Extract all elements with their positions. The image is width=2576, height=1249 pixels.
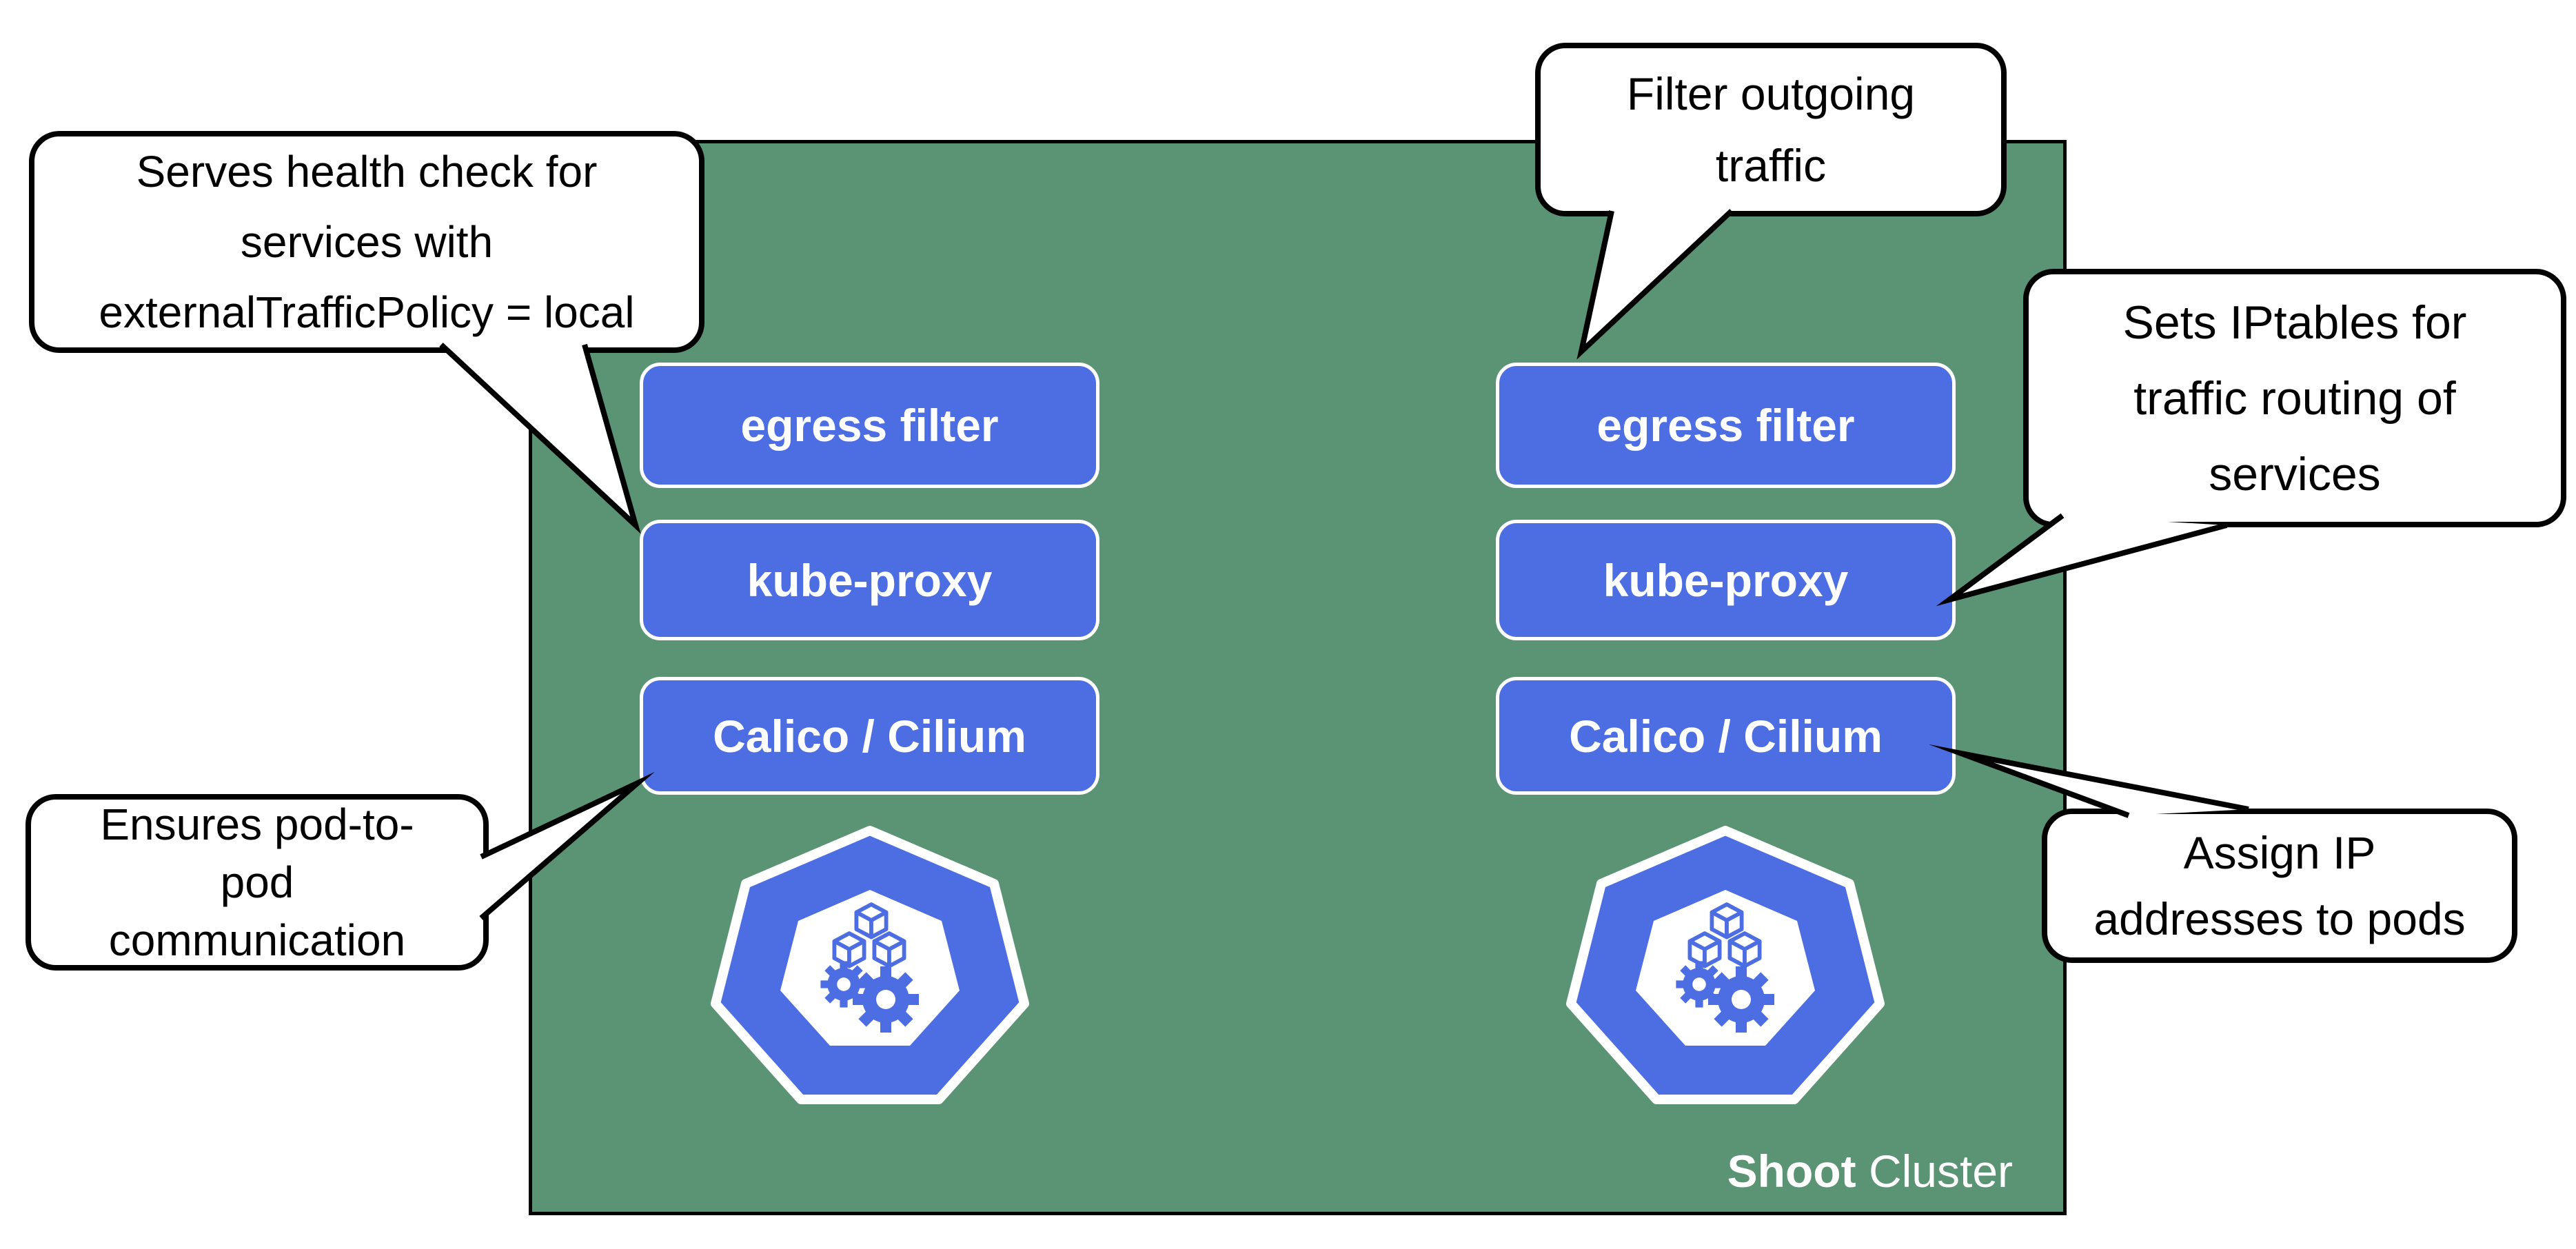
component-box-egress-filter-right: egress filter xyxy=(1496,363,1956,488)
component-label: egress filter xyxy=(740,400,999,451)
callout-line: externalTrafficPolicy = local xyxy=(99,287,635,337)
callout-assign-ip: Assign IP addresses to pods xyxy=(2042,809,2517,963)
callout-line: services with xyxy=(240,217,494,267)
callout-filter-outgoing-traffic: Filter outgoing traffic xyxy=(1535,43,2007,216)
callout-line: addresses to pods xyxy=(2093,893,2466,944)
callout-line: traffic xyxy=(1715,140,1827,191)
callout-line: pod xyxy=(220,857,294,907)
cluster-label: Shoot Cluster xyxy=(1572,1147,2013,1195)
cluster-type: Cluster xyxy=(1856,1146,2013,1197)
callout-line: traffic routing of xyxy=(2133,372,2456,425)
component-label: kube-proxy xyxy=(1603,554,1849,606)
kubernetes-node-icon xyxy=(1563,820,1887,1124)
callout-line: Assign IP xyxy=(2183,827,2376,878)
callout-ensures-pod-to-pod: Ensures pod-to- pod communication xyxy=(26,794,489,971)
component-box-kube-proxy-right: kube-proxy xyxy=(1496,520,1956,640)
callout-line: Sets IPtables for xyxy=(2122,296,2467,349)
callout-line: services xyxy=(2209,447,2381,500)
callout-serves-health-check: Serves health check for services with ex… xyxy=(29,131,704,353)
callout-line: Filter outgoing xyxy=(1626,68,1916,119)
cluster-name: Shoot xyxy=(1727,1146,1856,1197)
component-box-calico-cilium-left: Calico / Cilium xyxy=(640,677,1099,795)
component-box-kube-proxy-left: kube-proxy xyxy=(640,520,1099,640)
component-label: kube-proxy xyxy=(747,554,993,606)
callout-line: communication xyxy=(108,915,406,965)
callout-line: Ensures pod-to- xyxy=(100,800,414,849)
callout-sets-iptables: Sets IPtables for traffic routing of ser… xyxy=(2023,269,2566,527)
callout-line: Serves health check for xyxy=(136,147,598,196)
component-label: Calico / Cilium xyxy=(713,710,1026,762)
component-box-egress-filter-left: egress filter xyxy=(640,363,1099,488)
component-box-calico-cilium-right: Calico / Cilium xyxy=(1496,677,1956,795)
component-label: egress filter xyxy=(1596,400,1855,451)
component-label: Calico / Cilium xyxy=(1569,710,1883,762)
kubernetes-node-icon xyxy=(708,820,1032,1124)
